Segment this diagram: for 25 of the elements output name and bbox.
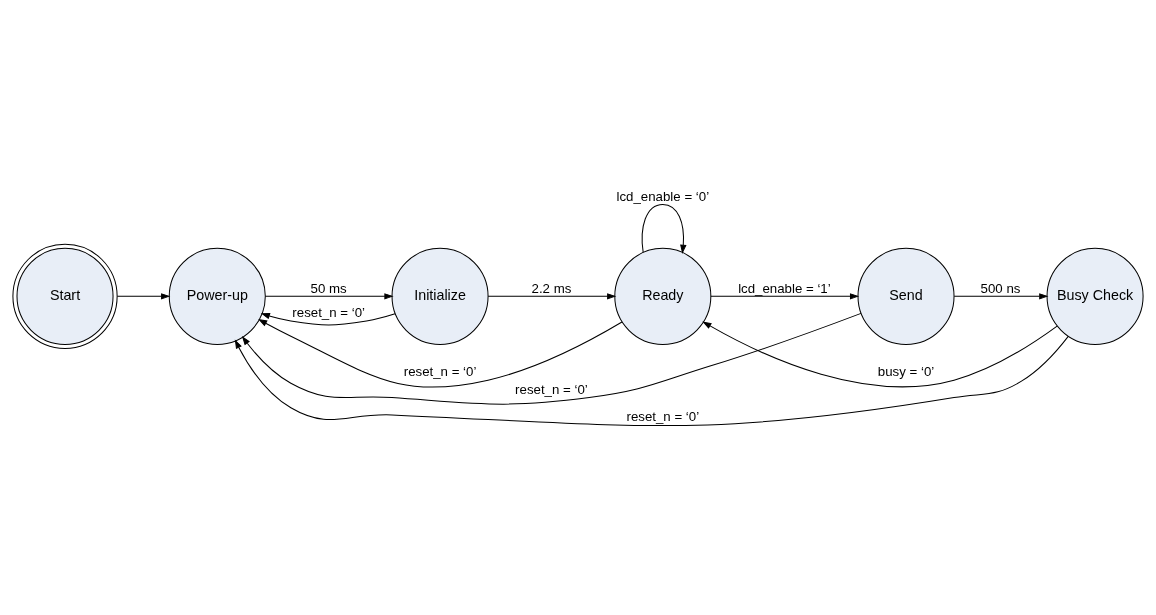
arrow <box>260 312 396 325</box>
edge-label: 50 ms <box>310 280 347 296</box>
node-circle: Send <box>857 247 955 345</box>
edge-label: reset_n = ‘0’ <box>403 363 477 379</box>
node-circle: Start <box>12 243 118 349</box>
edge-label: reset_n = ‘0’ <box>515 381 588 397</box>
edge-label: reset_n = ‘0’ <box>626 408 700 424</box>
arrow <box>641 203 687 254</box>
edge-label: lcd_enable = ‘1’ <box>738 280 831 296</box>
arrow <box>487 292 617 300</box>
arrow <box>953 292 1049 300</box>
edge-label: busy = ‘0’ <box>877 363 935 379</box>
node-circle: Busy Check <box>1046 247 1144 345</box>
arrow <box>264 292 394 300</box>
node-circle: Initialize <box>391 247 489 345</box>
edge-label: 2.2 ms <box>531 280 572 296</box>
edge-label: lcd_enable = ‘0’ <box>616 188 710 204</box>
arrow <box>258 318 623 388</box>
arrow <box>234 335 1069 426</box>
arrow <box>241 312 862 405</box>
arrow <box>116 292 171 300</box>
edge-label: 500 ns <box>980 280 1021 296</box>
arrow <box>710 292 860 300</box>
edge-label: reset_n = ‘0’ <box>292 304 365 320</box>
arrow <box>702 320 1058 387</box>
